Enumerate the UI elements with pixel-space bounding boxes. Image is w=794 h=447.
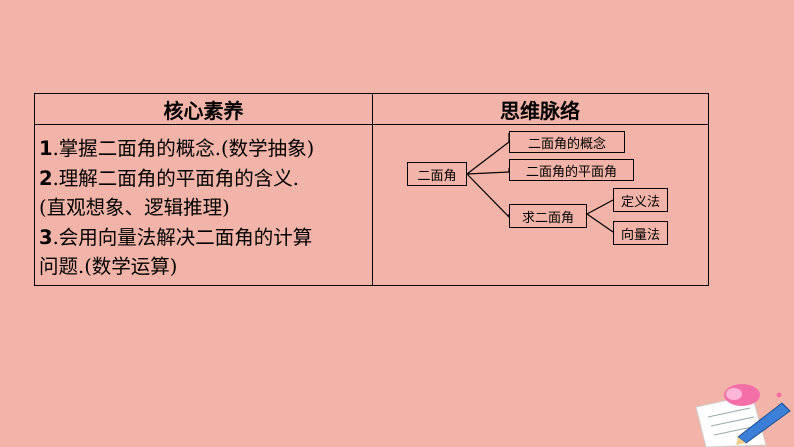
core-literacy-list: 1.掌握二面角的概念.(数学抽象) 2.理解二面角的平面角的含义. (直观想象、…: [39, 134, 369, 282]
item-number: 3: [39, 225, 53, 249]
connector-vector: [586, 213, 614, 233]
list-line-3: (直观想象、逻辑推理): [39, 193, 369, 223]
pencil-paper-decoration: [695, 384, 791, 447]
node-vector-method: 向量法: [613, 221, 668, 245]
node-root: 二面角: [407, 162, 467, 186]
core-literacy-header: 核心素养: [163, 98, 244, 123]
content-table: 核心素养 思维脉络 1.掌握二面角的概念.(数学抽象) 2.理解二面角的平面角的…: [34, 93, 709, 286]
list-line-4: 3.会用向量法解决二面角的计算: [39, 223, 369, 253]
thinking-context-header: 思维脉络: [500, 98, 580, 123]
item-number: 2: [39, 166, 53, 190]
item-text: .掌握二面角的概念.(数学抽象): [52, 137, 315, 160]
item-text: 问题.(数学运算): [39, 255, 178, 278]
list-line-2: 2.理解二面角的平面角的含义.: [39, 164, 369, 194]
list-line-5: 问题.(数学运算): [39, 252, 369, 282]
node-concept: 二面角的概念: [509, 131, 625, 153]
item-text: .理解二面角的平面角的含义.: [52, 166, 299, 190]
node-find: 求二面角: [509, 204, 587, 228]
node-definition-method: 定义法: [613, 188, 668, 212]
item-text: .会用向量法解决二面角的计算: [52, 225, 313, 249]
item-number: 1: [39, 137, 53, 160]
column-divider: [372, 94, 373, 285]
mind-map-connectors: [466, 133, 614, 233]
item-text: (直观想象、逻辑推理): [39, 196, 230, 219]
list-line-1: 1.掌握二面角的概念.(数学抽象): [39, 134, 369, 164]
connector-definition: [586, 199, 614, 215]
header-divider: [35, 124, 708, 125]
node-plane-angle: 二面角的平面角: [509, 159, 634, 181]
connector-find: [466, 173, 510, 219]
connector-concept: [466, 133, 510, 175]
